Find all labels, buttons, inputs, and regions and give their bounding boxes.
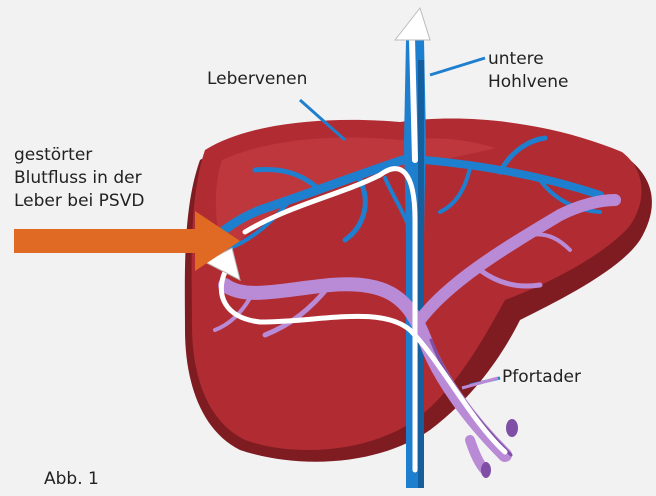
- leader-hohlvene: [430, 58, 485, 75]
- label-untere: untere: [488, 48, 568, 71]
- label-untere-hohlvene: untere Hohlvene: [488, 48, 568, 94]
- flow-arrowhead-top: [395, 8, 430, 40]
- label-disturbed-line1: gestörter: [14, 144, 144, 167]
- portal-vein-end-2: [481, 462, 491, 478]
- figure-caption: Abb. 1: [44, 468, 99, 491]
- label-pfortader: Pfortader: [502, 366, 581, 389]
- label-disturbed-line3: Leber bei PSVD: [14, 190, 144, 213]
- label-disturbed-flow: gestörter Blutfluss in der Leber bei PSV…: [14, 144, 144, 213]
- label-disturbed-line2: Blutfluss in der: [14, 167, 144, 190]
- vena-cava-shade: [418, 60, 424, 488]
- label-hohlvene: Hohlvene: [488, 71, 568, 94]
- disturbed-flow-arrow: [14, 211, 240, 271]
- portal-vein-end: [506, 419, 518, 437]
- label-lebervenen: Lebervenen: [207, 68, 307, 91]
